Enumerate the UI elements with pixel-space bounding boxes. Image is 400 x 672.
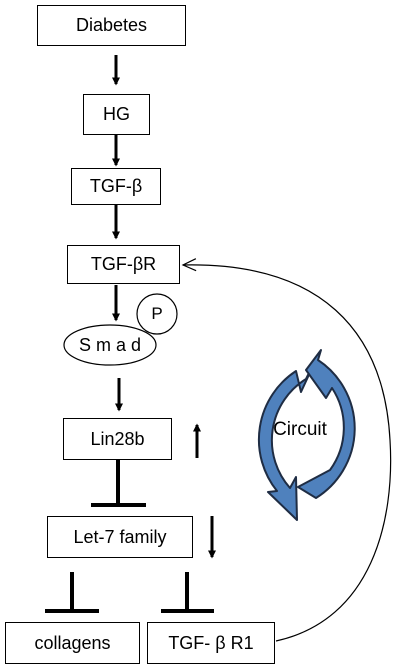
phospho-label: P	[151, 304, 163, 323]
feedback-curve	[181, 258, 392, 642]
circuit-label: Circuit	[273, 419, 327, 440]
phospho-node	[136, 293, 178, 335]
diabetes-node: Diabetes	[37, 5, 186, 46]
smad-node	[63, 324, 157, 366]
lin28b-node: Lin28b	[63, 418, 172, 460]
inhibit-let7-to-collagens	[45, 572, 99, 613]
tgf-beta-receptor-node: TGF-βR	[67, 245, 180, 284]
hg-node: HG	[83, 94, 150, 135]
inhibit-lin28b-to-let7	[91, 460, 146, 507]
circuit-icon	[257, 349, 356, 521]
circuit-arrow-left	[257, 354, 319, 521]
tgf-beta-node: TGF-β	[71, 168, 161, 205]
circuit-arrow-right	[297, 349, 356, 499]
tgf-beta-r1-node: TGF- β R1	[147, 622, 275, 664]
let7-family-node: Let-7 family	[47, 516, 193, 558]
inhibit-let7-to-tgf-beta-r1	[161, 572, 214, 613]
collagens-node: collagens	[5, 622, 140, 664]
smad-label: S m a d	[78, 334, 142, 355]
